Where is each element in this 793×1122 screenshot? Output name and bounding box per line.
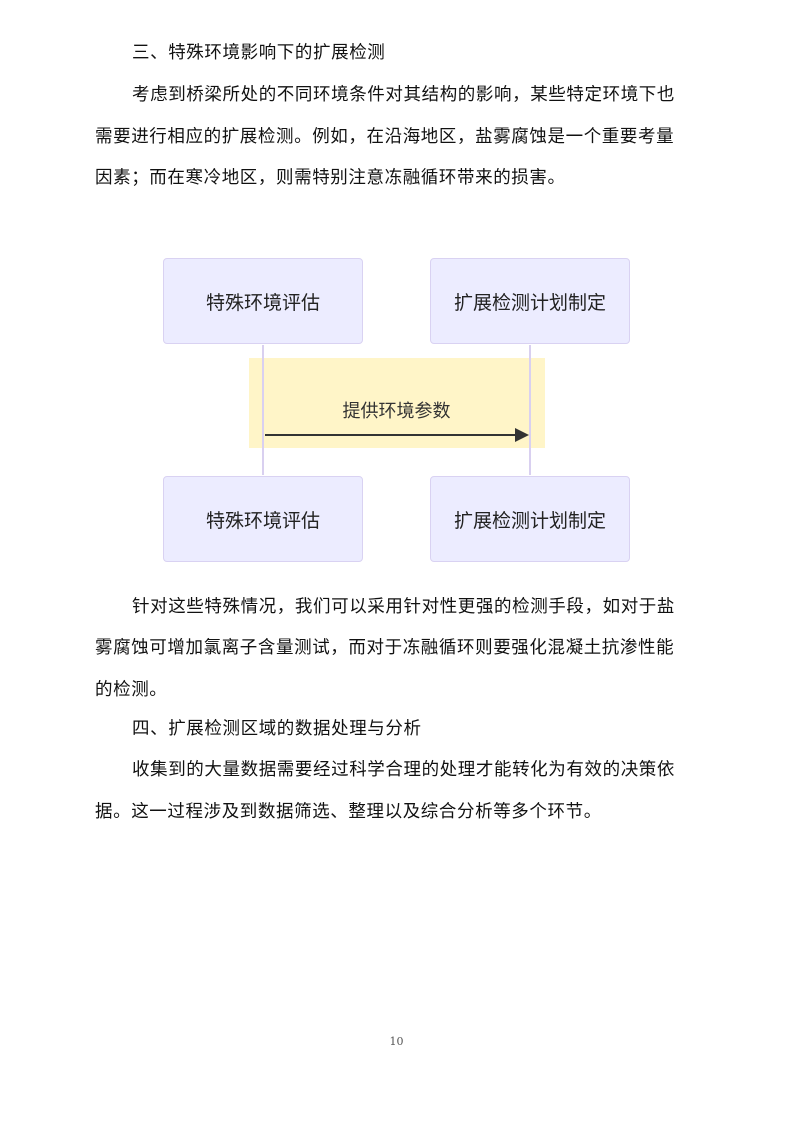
lifeline-right-over (529, 358, 531, 448)
lifeline-left-over (262, 358, 264, 448)
paragraph-line: 据。这一过程涉及到数据筛选、整理以及综合分析等多个环节。 (95, 802, 602, 822)
message-highlight (249, 358, 545, 448)
paragraph-line: 针对这些特殊情况，我们可以采用针对性更强的检测手段，如对于盐 (132, 597, 675, 617)
paragraph-line: 因素；而在寒冷地区，则需特别注意冻融循环带来的损害。 (95, 168, 566, 188)
arrow-head-icon (515, 428, 529, 442)
participant-top-plan: 扩展检测计划制定 (430, 258, 630, 344)
participant-bottom-plan: 扩展检测计划制定 (430, 476, 630, 562)
paragraph-line: 的检测。 (95, 680, 168, 700)
paragraph-line: 考虑到桥梁所处的不同环境条件对其结构的影响，某些特定环境下也 (132, 85, 675, 105)
section-4-heading: 四、扩展检测区域的数据处理与分析 (132, 719, 422, 739)
paragraph-line: 收集到的大量数据需要经过科学合理的处理才能转化为有效的决策依 (132, 760, 675, 780)
page-number: 10 (389, 1035, 404, 1048)
paragraph-line: 雾腐蚀可增加氯离子含量测试，而对于冻融循环则要强化混凝土抗渗性能 (95, 638, 675, 658)
participant-top-env-eval: 特殊环境评估 (163, 258, 363, 344)
paragraph-line: 需要进行相应的扩展检测。例如，在沿海地区，盐雾腐蚀是一个重要考量 (95, 127, 675, 147)
message-arrow-line (265, 434, 517, 436)
message-label: 提供环境参数 (342, 401, 451, 422)
participant-bottom-env-eval: 特殊环境评估 (163, 476, 363, 562)
section-3-heading: 三、特殊环境影响下的扩展检测 (132, 43, 386, 63)
